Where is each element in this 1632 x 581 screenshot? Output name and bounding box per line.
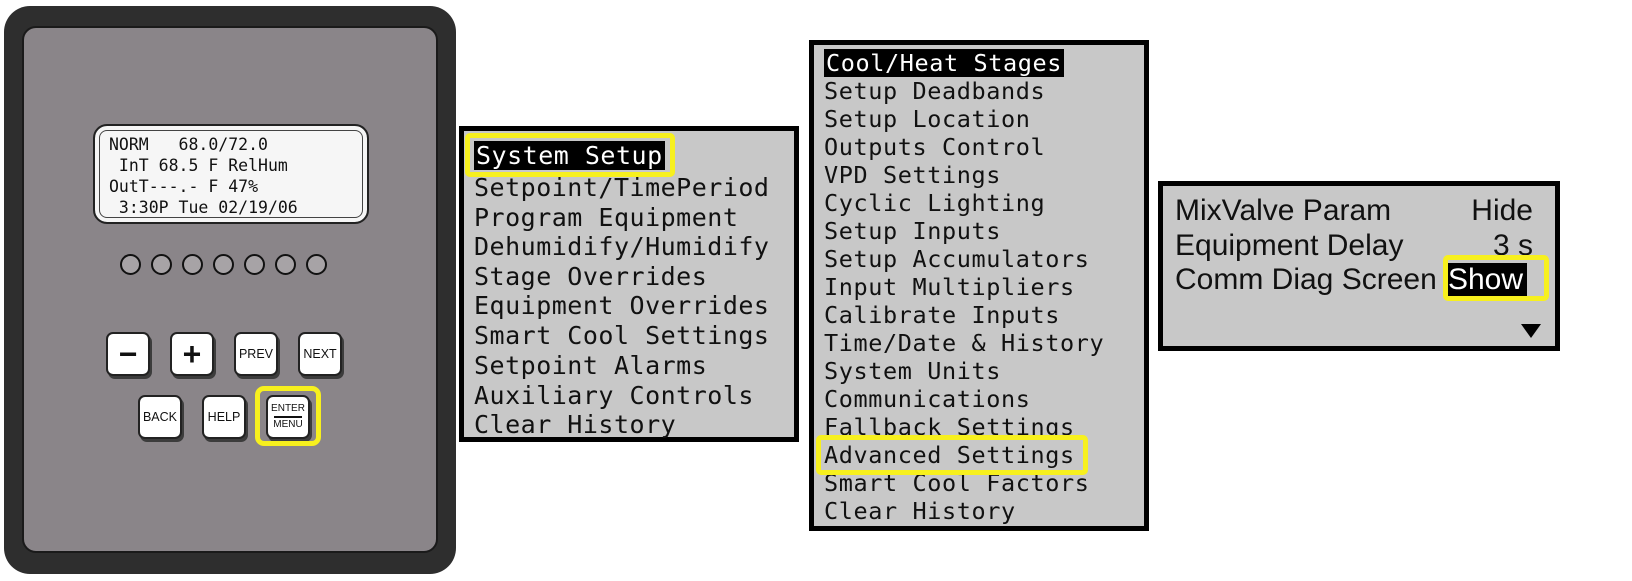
lcd-line-datetime: 3:30P Tue 02/19/06	[109, 198, 298, 217]
param-row-mixvalve[interactable]: MixValve Param Hide	[1175, 194, 1533, 228]
param-label: Equipment Delay	[1175, 229, 1404, 262]
controller-device: NORM 68.0/72.0 InT 68.5 F RelHum OutT---…	[4, 6, 456, 574]
param-label: MixValve Param	[1175, 194, 1392, 227]
menu-item-setup-location[interactable]: Setup Location	[824, 105, 1031, 133]
menu-item-system-setup[interactable]: System Setup	[474, 141, 665, 170]
menu-item-clear-history[interactable]: Clear History	[474, 410, 677, 439]
status-led-row	[120, 254, 327, 275]
menu-item-outputs-control[interactable]: Outputs Control	[824, 133, 1046, 161]
menu-item-vpd-settings[interactable]: VPD Settings	[824, 161, 1001, 189]
advanced-settings-screen: MixValve Param Hide Equipment Delay 3 s …	[1158, 181, 1560, 351]
menu-item-auxiliary-controls[interactable]: Auxiliary Controls	[474, 381, 754, 410]
menu-item-smart-cool-settings[interactable]: Smart Cool Settings	[474, 321, 770, 350]
main-menu-screen: System Setup Setpoint/TimePeriod Program…	[459, 126, 799, 442]
scroll-down-arrow-icon[interactable]	[1521, 324, 1541, 338]
lcd-line-outside: OutT---.- F 47%	[109, 177, 259, 196]
selected-item-label: Cool/Heat Stages	[824, 49, 1064, 77]
minus-button[interactable]: −	[106, 332, 150, 376]
menu-item-equipment-overrides[interactable]: Equipment Overrides	[474, 291, 770, 320]
param-row-equipment-delay[interactable]: Equipment Delay 3 s	[1175, 229, 1533, 263]
menu-label: MENU	[273, 419, 303, 430]
status-led	[275, 254, 296, 275]
selected-item-label: System Setup	[474, 141, 665, 170]
menu-item-time-date-history[interactable]: Time/Date & History	[824, 329, 1105, 357]
menu-item-stage-overrides[interactable]: Stage Overrides	[474, 262, 708, 291]
help-button[interactable]: HELP	[202, 395, 246, 439]
menu-item-setpoint-timeperiod[interactable]: Setpoint/TimePeriod	[474, 173, 770, 202]
menu-item-dehumidify-humidify[interactable]: Dehumidify/Humidify	[474, 232, 770, 261]
menu-item-program-equipment[interactable]: Program Equipment	[474, 203, 739, 232]
menu-item-calibrate-inputs[interactable]: Calibrate Inputs	[824, 301, 1060, 329]
enter-button-highlight	[255, 386, 321, 446]
menu-item-fallback-settings[interactable]: Fallback Settings	[824, 413, 1075, 441]
status-led	[182, 254, 203, 275]
menu-item-setup-inputs[interactable]: Setup Inputs	[824, 217, 1001, 245]
param-row-comm-diag[interactable]: Comm Diag Screen Show	[1175, 263, 1533, 297]
param-value-selected: Show	[1443, 263, 1527, 297]
lcd-line-mode: NORM 68.0/72.0	[109, 135, 268, 154]
lcd-display: NORM 68.0/72.0 InT 68.5 F RelHum OutT---…	[93, 124, 369, 224]
menu-item-system-units[interactable]: System Units	[824, 357, 1001, 385]
status-led	[244, 254, 265, 275]
next-button[interactable]: NEXT	[298, 332, 342, 376]
enter-label: ENTER	[271, 403, 305, 414]
status-led	[306, 254, 327, 275]
menu-item-communications[interactable]: Communications	[824, 385, 1031, 413]
status-led	[120, 254, 141, 275]
menu-item-input-multipliers[interactable]: Input Multipliers	[824, 273, 1075, 301]
menu-item-cyclic-lighting[interactable]: Cyclic Lighting	[824, 189, 1046, 217]
param-label: Comm Diag Screen	[1175, 263, 1437, 296]
status-led	[151, 254, 172, 275]
lcd-line-inside: InT 68.5 F RelHum	[109, 156, 288, 175]
system-setup-screen: Cool/Heat Stages Setup Deadbands Setup L…	[809, 40, 1149, 531]
back-button[interactable]: BACK	[138, 395, 182, 439]
enter-menu-button[interactable]: ENTER MENU	[266, 395, 310, 439]
menu-item-setup-accumulators[interactable]: Setup Accumulators	[824, 245, 1090, 273]
controller-faceplate: NORM 68.0/72.0 InT 68.5 F RelHum OutT---…	[22, 26, 438, 553]
menu-item-smart-cool-factors[interactable]: Smart Cool Factors	[824, 469, 1090, 497]
param-value: 3 s	[1492, 229, 1533, 262]
menu-item-clear-history[interactable]: Clear History	[824, 497, 1016, 525]
prev-button[interactable]: PREV	[234, 332, 278, 376]
enter-divider	[274, 416, 302, 418]
param-value: Hide	[1471, 194, 1533, 227]
plus-button[interactable]: +	[170, 332, 214, 376]
status-led	[213, 254, 234, 275]
menu-item-setup-deadbands[interactable]: Setup Deadbands	[824, 77, 1046, 105]
menu-item-cool-heat-stages[interactable]: Cool/Heat Stages	[824, 49, 1064, 77]
menu-item-advanced-settings[interactable]: Advanced Settings	[824, 441, 1075, 469]
menu-item-setpoint-alarms[interactable]: Setpoint Alarms	[474, 351, 708, 380]
